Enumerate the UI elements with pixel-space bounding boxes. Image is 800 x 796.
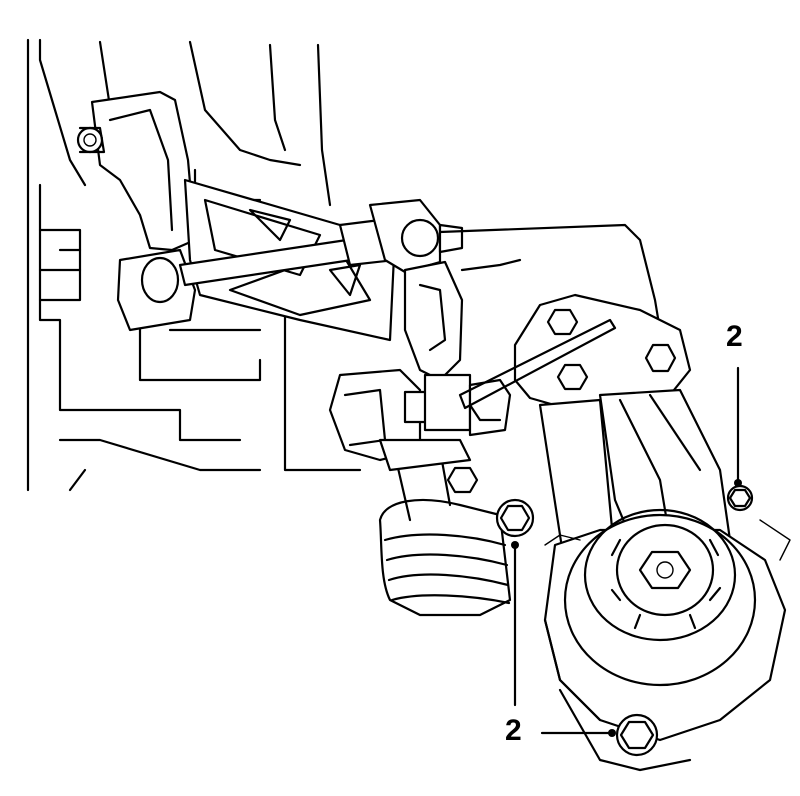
selector-lever-bracket bbox=[76, 90, 197, 332]
gearbox-housing bbox=[26, 38, 362, 492]
rubber-mount bbox=[543, 508, 791, 772]
callout-label-bottom: 2 bbox=[505, 714, 522, 747]
callout-bolts bbox=[495, 484, 754, 757]
callout-label-top-right: 2 bbox=[726, 320, 743, 353]
upper-housing bbox=[438, 223, 662, 332]
bracket-hex-bolts bbox=[446, 308, 677, 494]
driveshaft-boot bbox=[378, 438, 512, 617]
shift-fork bbox=[328, 260, 512, 462]
callout-leaders bbox=[511, 366, 742, 737]
